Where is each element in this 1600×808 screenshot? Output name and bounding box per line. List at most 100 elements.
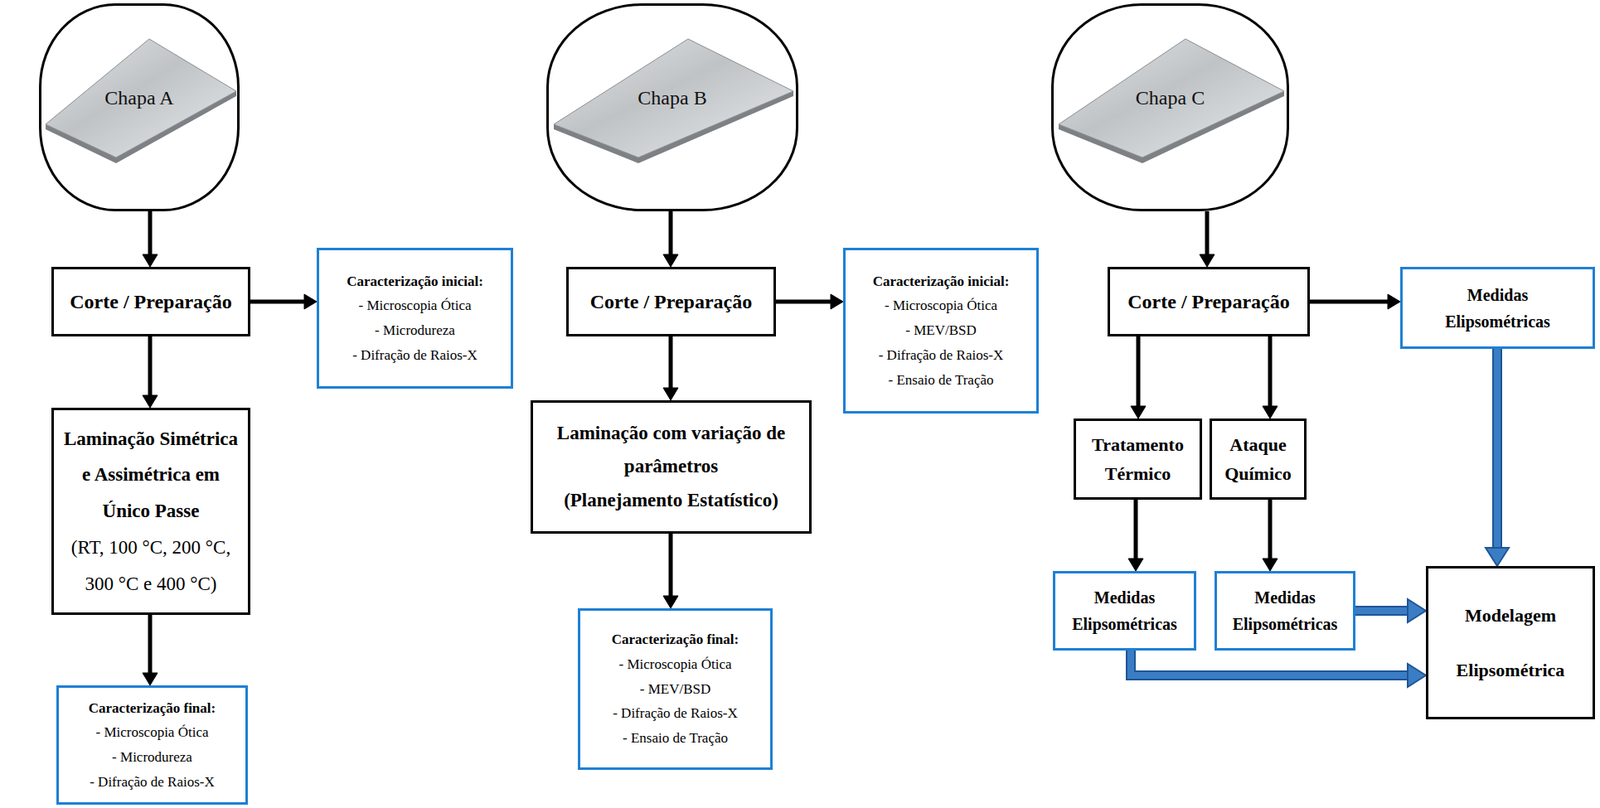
measurement-box: Medidas Elipsométricas <box>1052 571 1197 651</box>
node-detail: - MEV/BSD <box>586 677 764 703</box>
arrow-head <box>830 294 844 310</box>
flow-arrow <box>1355 599 1426 623</box>
connector-line <box>775 300 832 305</box>
flow-arrow <box>663 336 679 401</box>
node-detail: - Microdureza <box>65 745 239 771</box>
text-group: Chapa C <box>1060 87 1280 110</box>
sheet-node: Chapa B <box>546 3 799 212</box>
node-detail: (RT, 100 °C, 200 °C, 300 °C e 400 °C) <box>60 529 242 602</box>
text-group: Corte / Preparação <box>575 290 767 314</box>
text-group: Tratamento Térmico <box>1082 430 1193 489</box>
rolling-box: Laminação Simétrica e Assimétrica em Úni… <box>51 407 251 616</box>
connector-line <box>250 300 306 305</box>
node-label: Modelagem Elipsométrica <box>1436 588 1585 699</box>
node-label: Ataque Químico <box>1216 430 1300 489</box>
flow-arrow <box>142 615 158 686</box>
connector-line <box>1205 211 1210 256</box>
text-group: Chapa A <box>48 87 231 110</box>
node-label: Medidas Elipsométricas <box>1427 281 1568 335</box>
text-group: Corte / Preparação <box>1116 290 1301 314</box>
node-detail: - Microscopia Ótica <box>852 293 1030 319</box>
text-group: Chapa B <box>555 87 790 110</box>
flow-arrow <box>663 211 679 267</box>
connector-line <box>669 533 674 597</box>
text-group: Medidas Elipsométricas <box>1061 584 1188 638</box>
node-detail: - Ensaio de Tração <box>852 368 1030 393</box>
arrow-head <box>663 254 679 267</box>
text-group: Caracterização inicial:- Microscopia Óti… <box>852 269 1030 393</box>
connector-line <box>669 211 674 256</box>
connector-line <box>1268 336 1273 408</box>
characterization-box: Caracterização final:- Microscopia Ótica… <box>577 608 773 771</box>
flow-arrow <box>142 211 158 267</box>
node-label: Caracterização final: <box>586 627 764 653</box>
node-detail: - Microdureza <box>325 318 505 344</box>
metal-sheet <box>1058 38 1285 164</box>
rolling-box: Laminação com variação de parâmetros(Pla… <box>530 400 812 534</box>
flow-arrow <box>663 533 679 609</box>
text-group: Modelagem Elipsométrica <box>1436 588 1585 699</box>
node-label: Laminação Simétrica e Assimétrica em Úni… <box>60 421 242 530</box>
characterization-box: Caracterização final:- Microscopia Ótica… <box>56 685 248 805</box>
node-label: Corte / Preparação <box>1116 290 1301 314</box>
text-group: Laminação com variação de parâmetros(Pla… <box>556 416 786 518</box>
sheet-node: Chapa A <box>38 3 240 212</box>
connector-line <box>1268 499 1273 560</box>
process-box: Corte / Preparação <box>51 266 251 337</box>
flow-arrow <box>250 294 317 310</box>
node-label: Corte / Preparação <box>575 290 767 314</box>
node-detail: - Difração de Raios-X <box>65 770 239 796</box>
node-label: Chapa C <box>1060 87 1280 110</box>
node-detail: - MEV/BSD <box>852 318 1030 344</box>
arrow-head <box>663 387 679 401</box>
connector-line <box>1309 300 1389 305</box>
characterization-box: Caracterização inicial:- Microscopia Óti… <box>316 247 514 389</box>
arrow-head <box>142 673 158 686</box>
sheet-node: Chapa C <box>1051 3 1290 212</box>
flow-arrow <box>1262 336 1278 419</box>
process-box: Corte / Preparação <box>566 266 776 337</box>
characterization-box: Caracterização inicial:- Microscopia Óti… <box>843 247 1039 414</box>
node-label: Chapa A <box>48 87 231 110</box>
node-label: Medidas Elipsométricas <box>1061 584 1188 638</box>
node-detail: - Difração de Raios-X <box>325 343 505 369</box>
flow-arrow <box>775 294 844 310</box>
flow-arrow <box>1130 336 1146 419</box>
connector-line <box>669 336 674 389</box>
node-detail: - Ensaio de Tração <box>586 726 764 752</box>
node-detail: - Microscopia Ótica <box>586 652 764 678</box>
modeling-box: Modelagem Elipsométrica <box>1425 566 1596 720</box>
node-label: Tratamento Térmico <box>1082 430 1193 489</box>
connector-line <box>1136 336 1141 408</box>
arrow-head <box>663 596 679 609</box>
metal-sheet <box>45 38 237 164</box>
node-label: Caracterização final: <box>65 696 239 722</box>
connector-outline <box>1492 349 1503 549</box>
node-detail: - Microscopia Ótica <box>325 293 505 319</box>
flow-arrow <box>1199 211 1215 267</box>
node-detail: (Planejamento Estatístico) <box>556 484 786 518</box>
node-detail: - Microscopia Ótica <box>65 720 239 746</box>
node-label: Caracterização inicial: <box>325 269 505 295</box>
connector-line <box>148 615 153 674</box>
arrow-head <box>142 395 158 408</box>
text-group: Laminação Simétrica e Assimétrica em Úni… <box>60 421 242 602</box>
arrow-head <box>1128 558 1144 572</box>
connector-line <box>148 336 153 397</box>
flow-arrow <box>1262 499 1278 572</box>
flow-arrow <box>1130 650 1426 688</box>
text-group: Caracterização final:- Microscopia Ótica… <box>586 627 764 752</box>
arrow-head <box>1387 294 1401 310</box>
process-box: Corte / Preparação <box>1107 266 1310 337</box>
arrow-head <box>1485 547 1509 567</box>
treatment-box: Tratamento Térmico <box>1073 418 1203 500</box>
arrow-head <box>1407 664 1426 688</box>
text-group: Medidas Elipsométricas <box>1223 584 1347 638</box>
arrow-head <box>1199 254 1215 267</box>
text-group: Medidas Elipsométricas <box>1427 281 1568 335</box>
arrow-head <box>304 294 317 310</box>
arrow-head <box>1130 406 1146 419</box>
connector-line <box>148 211 153 256</box>
measurement-box: Medidas Elipsométricas <box>1214 571 1356 651</box>
